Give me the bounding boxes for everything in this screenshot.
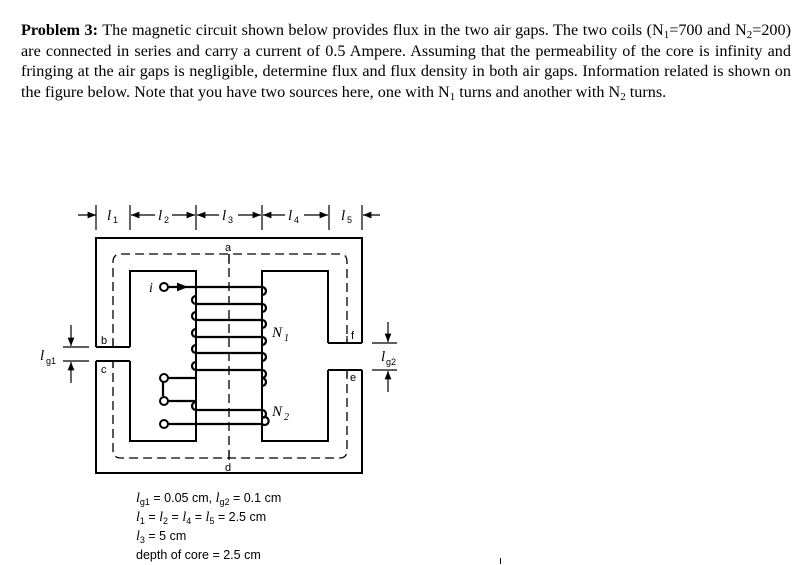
terminal <box>159 373 169 383</box>
svg-text:l: l <box>107 208 111 224</box>
problem-text: turns. <box>625 82 667 101</box>
problem-statement: Problem 3: The magnetic circuit shown be… <box>21 20 791 102</box>
param-line-gaps: lg1 = 0.05 cm, lg2 = 0.1 cm <box>136 489 281 508</box>
subscript: g1 <box>46 356 56 366</box>
symbol: l <box>136 510 140 525</box>
svg-text:5: 5 <box>347 215 352 225</box>
svg-text:d: d <box>225 462 231 474</box>
svg-text:2: 2 <box>164 215 169 225</box>
subscript: 5 <box>209 516 215 526</box>
subscript: 2 <box>620 90 626 103</box>
svg-text:f: f <box>351 330 355 342</box>
terminal-input <box>159 282 169 292</box>
subscript: 1 <box>284 333 289 344</box>
svg-text:l: l <box>288 208 292 224</box>
coil1-label: N <box>271 325 283 341</box>
param-line-lengths: l1 = l2 = l4 = l5 = 2.5 cm <box>136 508 281 527</box>
coil-windings <box>161 285 270 427</box>
subscript: 2 <box>163 516 169 526</box>
subscript: 2 <box>284 412 289 423</box>
svg-text:b: b <box>101 335 107 347</box>
subscript: g2 <box>219 497 230 507</box>
svg-text:c: c <box>101 364 107 376</box>
gap1-dimension <box>63 325 89 383</box>
terminal-output <box>159 419 169 429</box>
magnetic-core <box>95 237 363 474</box>
subscript: 4 <box>186 516 192 526</box>
equals: = <box>168 510 183 524</box>
svg-text:3: 3 <box>228 215 233 225</box>
symbol: l <box>215 491 220 506</box>
subscript: 1 <box>449 90 456 103</box>
coil-terminals <box>159 282 169 429</box>
symbol: l <box>205 510 210 525</box>
subscript: 3 <box>139 535 145 545</box>
svg-text:e: e <box>350 372 356 384</box>
current-label: i <box>149 281 153 296</box>
value: = 0.05 cm, <box>149 491 216 505</box>
subscript: 2 <box>746 29 753 41</box>
symbol: l <box>159 510 164 525</box>
gap1-label: l <box>40 348 44 364</box>
dimension-lines <box>78 205 380 230</box>
symbol: l <box>136 491 140 506</box>
problem-label: Problem 3: <box>21 21 99 39</box>
gap2-dimension <box>372 322 397 392</box>
problem-text: The magnetic circuit shown below provide… <box>98 21 664 39</box>
symbol: l <box>136 529 140 544</box>
value: = 0.1 cm <box>229 491 282 505</box>
svg-text:l: l <box>341 208 345 224</box>
stray-mark <box>500 558 501 564</box>
svg-text:1: 1 <box>113 215 118 225</box>
subscript: 1 <box>663 29 670 41</box>
svg-text:l: l <box>222 208 226 224</box>
coil2-label: N <box>271 404 283 420</box>
gap2-label: l <box>381 349 385 365</box>
param-line-l3: l3 = 5 cm <box>136 527 281 546</box>
point-markers <box>112 254 348 460</box>
param-line-depth: depth of core = 2.5 cm <box>136 548 261 562</box>
value: = 2.5 cm <box>214 510 267 524</box>
point-labels: a b c d e f <box>101 242 356 474</box>
equals: = <box>144 510 160 524</box>
problem-text: turns and another with N <box>455 82 621 101</box>
subscript: g1 <box>139 497 150 507</box>
subscript: 1 <box>139 516 145 526</box>
problem-text: =700 and N <box>669 21 747 39</box>
problem-text: =200) are connected in series and carry … <box>21 21 791 101</box>
dimension-labels: l 1 l 2 l 3 l 4 l 5 <box>107 208 352 225</box>
subscript: g2 <box>386 357 396 367</box>
value: = 5 cm <box>144 529 187 543</box>
terminal <box>159 396 169 406</box>
svg-text:4: 4 <box>294 215 299 225</box>
equals: = <box>191 510 206 524</box>
svg-text:a: a <box>225 242 232 254</box>
figure-parameters: lg1 = 0.05 cm, lg2 = 0.1 cm l1 = l2 = l4… <box>136 489 281 564</box>
symbol: l <box>182 510 187 525</box>
svg-text:l: l <box>158 208 162 224</box>
